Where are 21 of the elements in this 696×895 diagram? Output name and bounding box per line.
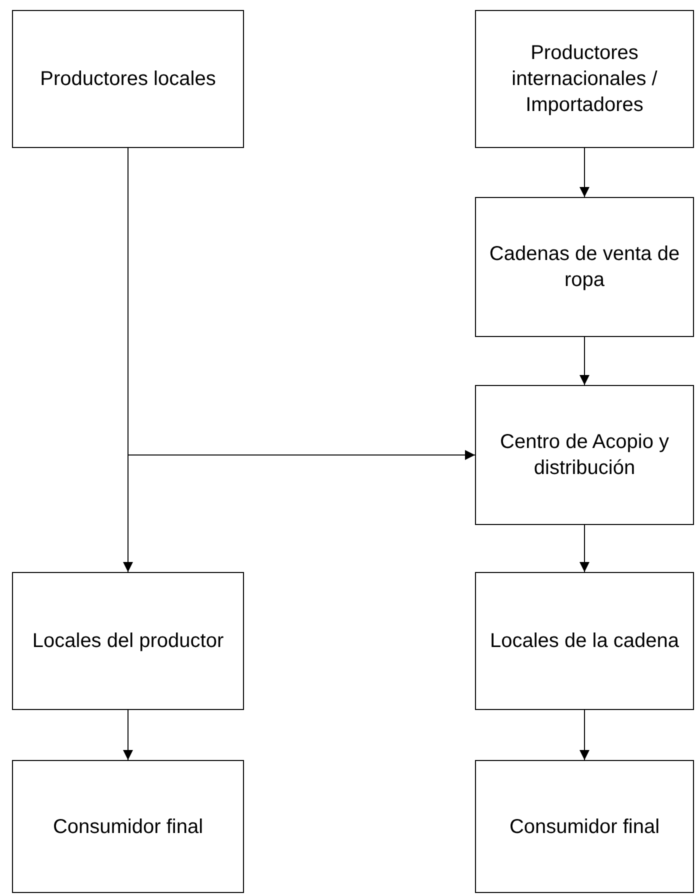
process-box bbox=[475, 760, 694, 893]
box-label: Centro de Acopio y distribución bbox=[499, 430, 670, 481]
box-label: Consumidor final bbox=[509, 814, 660, 840]
box-label: Productores locales bbox=[40, 67, 216, 92]
process-box bbox=[12, 10, 244, 148]
arrow bbox=[580, 148, 590, 198]
box-label: Consumidor final bbox=[52, 814, 204, 840]
process-box bbox=[12, 760, 244, 893]
box-label: Locales del productor bbox=[32, 629, 224, 654]
process-box bbox=[475, 197, 694, 337]
box-label: Cadenas de venta de ropa bbox=[488, 242, 681, 293]
process-box bbox=[12, 572, 244, 710]
arrow bbox=[580, 710, 590, 760]
arrow bbox=[123, 710, 133, 760]
arrow bbox=[580, 524, 590, 572]
process-box bbox=[475, 385, 694, 525]
process-box bbox=[475, 572, 694, 710]
box-label: Productores internacionales / Importadores bbox=[510, 41, 658, 118]
arrow bbox=[580, 336, 590, 386]
box-label: Locales de la cadena bbox=[490, 629, 680, 654]
process-box bbox=[475, 10, 694, 148]
